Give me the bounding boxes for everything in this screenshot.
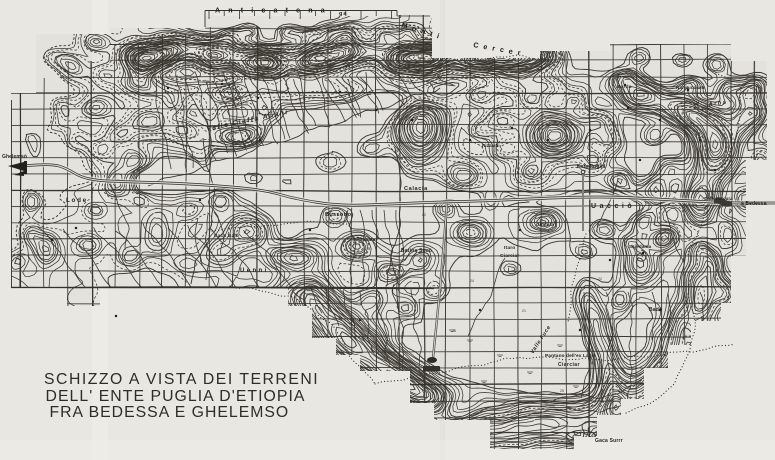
svg-text:SCHIZZO A VISTA DEI TERRENI: SCHIZZO A VISTA DEI TERRENI — [44, 371, 319, 388]
svg-text:22: 22 — [598, 277, 602, 281]
svg-text:Caca Balò: Caca Balò — [214, 233, 239, 239]
svg-text:26: 26 — [452, 329, 456, 333]
svg-text:27: 27 — [660, 279, 664, 283]
svg-text:Ente Puglia: Ente Puglia — [577, 164, 605, 170]
svg-text:Barda: Barda — [617, 84, 632, 90]
svg-text:23: 23 — [618, 389, 622, 393]
svg-text:Anticatena: Anticatena — [215, 8, 333, 15]
svg-text:22: 22 — [422, 213, 426, 217]
svg-text:Sciedama: Sciedama — [629, 244, 652, 249]
svg-text:Cafè Curcura: Cafè Curcura — [704, 196, 733, 201]
svg-text:Gaca Surrr: Gaca Surrr — [595, 438, 623, 444]
svg-text:Rizzardi: Rizzardi — [482, 143, 500, 148]
svg-text:ga: ga — [339, 11, 347, 17]
svg-text:Ciarciar: Ciarciar — [558, 362, 580, 368]
svg-text:21: 21 — [522, 309, 526, 313]
svg-text:24: 24 — [348, 297, 352, 301]
svg-text:24: 24 — [470, 279, 474, 283]
svg-text:Sucala: Sucala — [359, 237, 376, 243]
svg-text:a Bedessa: a Bedessa — [741, 201, 767, 207]
svg-text:U a c c i ò: U a c c i ò — [591, 203, 632, 210]
svg-text:Lode: Lode — [66, 197, 88, 204]
svg-text:V·: V· — [695, 100, 704, 107]
svg-text:Gnatatà: Gnatatà — [536, 222, 554, 227]
svg-text:FRA BEDESSA E GHELEMSO: FRA BEDESSA E GHELEMSO — [50, 404, 290, 421]
svg-text:Calacia: Calacia — [404, 186, 428, 192]
svg-text:DELL' ENTE PUGLIA D'ETIOPIA: DELL' ENTE PUGLIA D'ETIOPIA — [46, 388, 306, 405]
svg-text:Uenni: Uenni — [240, 268, 269, 274]
svg-text:Itaro: Itaro — [504, 245, 515, 251]
svg-text:Ghelemsò: Ghelemsò — [2, 154, 27, 160]
svg-text:25: 25 — [560, 389, 564, 393]
svg-text:Pantano dell'ex Lago: Pantano dell'ex Lago — [545, 353, 595, 359]
svg-text:Badò: Badò — [649, 307, 662, 313]
svg-text:Arba: Arba — [707, 99, 727, 108]
svg-text:Nannuccium: Nannuccium — [676, 85, 705, 90]
svg-text:27: 27 — [152, 249, 156, 253]
svg-text:Bussoito: Bussoito — [325, 212, 352, 218]
svg-text:Ciarciar: Ciarciar — [500, 253, 519, 259]
svg-text:Batina Socò: Batina Socò — [401, 248, 432, 254]
